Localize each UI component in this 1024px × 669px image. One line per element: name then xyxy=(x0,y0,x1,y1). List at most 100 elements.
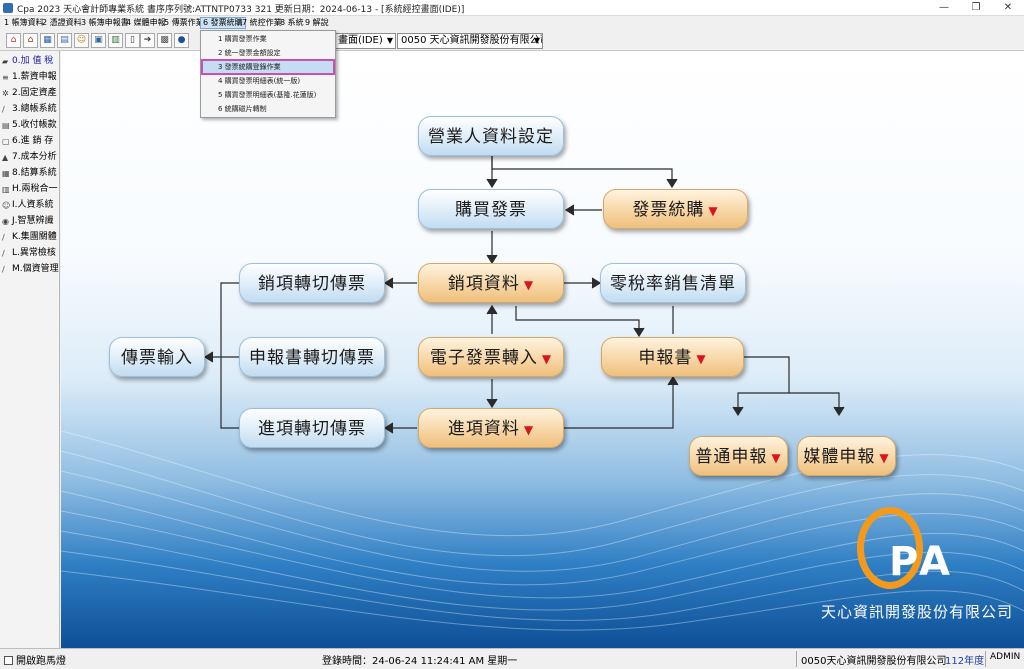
dropdown-item-buy-invoice[interactable]: 1 購買發票作業 xyxy=(218,35,267,43)
car-icon: ▰ xyxy=(2,57,9,66)
sidebar-item-fixed-assets[interactable]: ✲2.固定資產 xyxy=(2,85,60,101)
dropdown-item-detail-keelung[interactable]: 5 購買發票明細表(基隆.花蓮版) xyxy=(218,91,317,99)
sidebar-item-label: I.人資系統 xyxy=(12,200,54,210)
sidebar-item-label: 3.總帳系統 xyxy=(12,104,57,114)
company-select[interactable]: 0050 天心資訊開發股份有限公司 ▼ xyxy=(397,33,543,49)
company-select-value: 0050 天心資訊開發股份有限公司 xyxy=(401,35,543,46)
calc-icon: ▦ xyxy=(2,169,10,178)
sidebar-item-two-tax[interactable]: ▥H.兩稅合一 xyxy=(2,181,60,197)
sidebar-item-label: 6.進 銷 存 xyxy=(12,136,54,146)
logo-letter-a: A xyxy=(919,539,950,585)
flow-report-form[interactable]: 申報書▼ xyxy=(601,337,744,377)
sidebar-item-smart-recognition[interactable]: ◉J.智慧辨識 xyxy=(2,213,60,229)
sidebar-item-settlement[interactable]: ▦8.結算系統 xyxy=(2,165,60,181)
flow-normal-report-label: 普通申報 xyxy=(695,447,768,467)
house-icon[interactable]: ⌂ xyxy=(23,33,38,48)
menu-invoice-purchase[interactable]: 6 發票統購 xyxy=(200,17,246,29)
folder-icon[interactable]: ▤ xyxy=(57,33,72,48)
sidebar-item-salary[interactable]: ≡1.薪資申報 xyxy=(2,69,60,85)
sidebar-item-label: K.集團關體 xyxy=(12,232,57,242)
sidebar-item-label: L.異常檢核 xyxy=(12,248,56,258)
sidebar-item-label: H.兩稅合一 xyxy=(12,184,58,194)
close-button[interactable]: ✕ xyxy=(1003,2,1013,13)
status-year: 112年度 xyxy=(945,656,985,667)
dropdown-triangle-icon: ▼ xyxy=(523,423,535,437)
grid-icon[interactable]: ▦ xyxy=(40,33,55,48)
doc-icon: ▥ xyxy=(2,185,10,194)
sidebar-item-label: 5.收付帳款 xyxy=(12,120,57,130)
screen-select[interactable]: 畫面(IDE) ▼ xyxy=(334,33,396,49)
eye-icon: ◉ xyxy=(2,217,9,226)
screen-select-value: 畫面(IDE) xyxy=(338,35,383,46)
sidebar-item-hr[interactable]: ☺I.人資系統 xyxy=(2,197,60,213)
sidebar-item-privacy[interactable]: /M.個資管理 xyxy=(2,261,60,277)
flow-voucher-input[interactable]: 傳票輸入 xyxy=(109,337,205,377)
dropdown-item-purchase-entry[interactable]: 3 發票統購登錄作業 xyxy=(201,59,335,75)
flow-invoice-purchase[interactable]: 發票統購▼ xyxy=(603,189,748,229)
flow-purchase-voucher[interactable]: 進項轉切傳票 xyxy=(239,408,385,448)
box-icon: ▢ xyxy=(2,137,10,146)
flow-business-setup[interactable]: 營業人資料設定 xyxy=(418,116,564,156)
calculator-icon[interactable]: ▣ xyxy=(91,33,106,48)
chevron-down-icon: ▼ xyxy=(533,36,540,45)
dropdown-item-detail-unified[interactable]: 4 購買發票明細表(統一版) xyxy=(218,77,301,85)
invoice-purchase-dropdown: 1 購買發票作業 2 統一發票金額設定 3 發票統購登錄作業 4 購買發票明細表… xyxy=(200,30,336,118)
arrow-icon[interactable]: ➔ xyxy=(140,33,155,48)
dropdown-triangle-icon: ▼ xyxy=(523,278,535,292)
user-icon[interactable]: ☺ xyxy=(74,33,89,48)
menu-report-form[interactable]: 3 帳簿申報書 xyxy=(81,18,129,27)
flow-purchase-data[interactable]: 進項資料▼ xyxy=(418,408,564,448)
globe-icon[interactable]: ● xyxy=(174,33,189,48)
sidebar-item-general-ledger[interactable]: / 3.總帳系統 xyxy=(2,101,60,117)
logo-ring xyxy=(857,507,923,589)
menu-ledger[interactable]: 1 帳簿資料 xyxy=(4,18,44,27)
printer-icon[interactable]: ▩ xyxy=(157,33,172,48)
menu-control-ops[interactable]: 7 統控作業 xyxy=(242,18,282,27)
marquee-toggle[interactable]: 開啟跑馬燈 xyxy=(4,652,66,667)
sidebar-item-vat[interactable]: ▰0.加 值 稅 xyxy=(2,53,60,69)
flow-zero-tax-list[interactable]: 零稅率銷售清單 xyxy=(600,263,746,303)
pen-icon: / xyxy=(2,233,5,242)
minimize-button[interactable]: — xyxy=(939,2,949,13)
home-icon[interactable]: ⌂ xyxy=(6,33,21,48)
book-icon: ▤ xyxy=(2,121,10,130)
sidebar-item-group[interactable]: / K.集團關體 xyxy=(2,229,60,245)
status-separator xyxy=(796,651,797,667)
checkbox[interactable] xyxy=(4,656,13,665)
menu-media-report[interactable]: 4 媒體申報 xyxy=(126,18,166,27)
pen-icon: / xyxy=(2,105,5,114)
sidebar-item-label: 1.薪資申報 xyxy=(12,72,57,82)
sidebar-item-cost-analysis[interactable]: ▲7.成本分析 xyxy=(2,149,60,165)
flow-report-voucher[interactable]: 申報書轉切傳票 xyxy=(239,337,385,377)
status-company: 0050天心資訊開發股份有限公司 xyxy=(801,656,947,667)
flow-normal-report[interactable]: 普通申報▼ xyxy=(689,436,788,476)
dropdown-triangle-icon: ▼ xyxy=(879,451,890,465)
table-icon[interactable]: ▥ xyxy=(108,33,123,48)
menu-voucher[interactable]: 2 憑證資料 xyxy=(42,18,82,27)
maximize-button[interactable]: ❐ xyxy=(971,2,981,13)
toolbar: ⌂ ⌂ ▦ ▤ ☺ ▣ ▥ ▯ ➔ ▩ ● 畫面(IDE) ▼ 0050 天心資… xyxy=(0,31,1024,51)
dropdown-item-invoice-amount[interactable]: 2 統一發票金額設定 xyxy=(218,49,281,57)
status-bar: 開啟跑馬燈 登錄時間：24-06-24 11:24:41 AM 星期一 0050… xyxy=(0,648,1024,669)
window-title: Cpa 2023 天心會計師專業系統 書序序列號:ATTNTP0733 321 … xyxy=(17,5,465,15)
dropdown-item-disk-convert[interactable]: 6 統購磁片轉制 xyxy=(218,105,267,113)
marquee-label: 開啟跑馬燈 xyxy=(16,656,66,667)
flow-media-report[interactable]: 媒體申報▼ xyxy=(797,436,896,476)
flow-connectors xyxy=(203,155,845,434)
title-bar: Cpa 2023 天心會計師專業系統 書序序列號:ATTNTP0733 321 … xyxy=(0,0,1024,16)
sidebar-item-label: M.個資管理 xyxy=(12,264,59,274)
menu-voucher-ops[interactable]: 5 傳票作業 xyxy=(164,18,204,27)
sidebar-item-receivables[interactable]: ▤5.收付帳款 xyxy=(2,117,60,133)
sidebar-item-anomaly-check[interactable]: /L.異常檢核 xyxy=(2,245,60,261)
sidebar-item-label: 0.加 值 稅 xyxy=(12,56,54,66)
flow-buy-invoice[interactable]: 購買發票 xyxy=(418,189,564,229)
flow-e-invoice-import[interactable]: 電子發票轉入▼ xyxy=(418,337,564,377)
flow-sales-data[interactable]: 銷項資料▼ xyxy=(418,263,564,303)
sidebar-item-inventory[interactable]: ▢6.進 銷 存 xyxy=(2,133,60,149)
app-icon xyxy=(3,3,13,13)
dropdown-triangle-icon: ▼ xyxy=(708,204,719,218)
menu-system[interactable]: 8 系統 xyxy=(280,18,304,27)
menu-help[interactable]: 9 解說 xyxy=(305,18,329,27)
phone-icon[interactable]: ▯ xyxy=(125,33,140,48)
flow-sales-voucher[interactable]: 銷項轉切傳票 xyxy=(239,263,385,303)
